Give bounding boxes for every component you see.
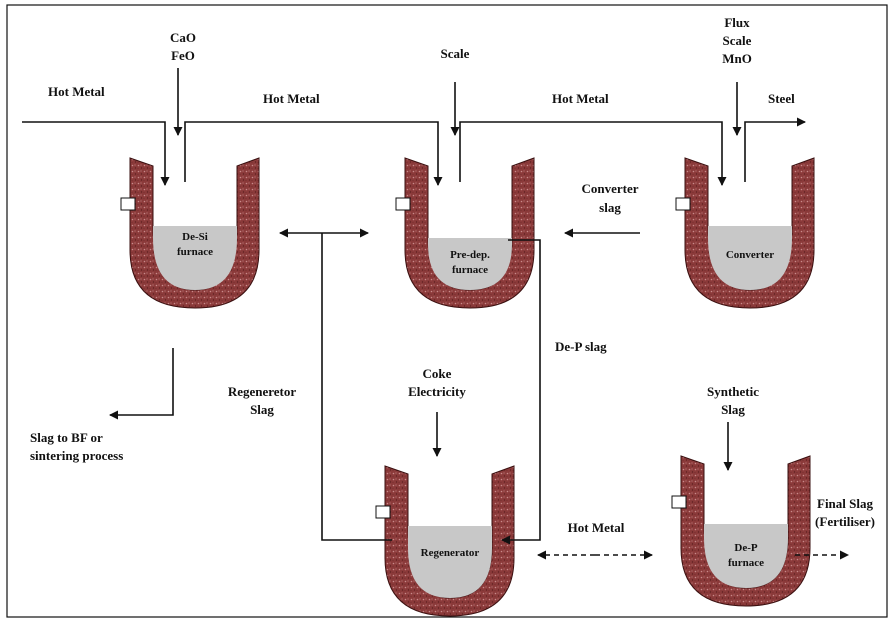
synthetic-slag-label-line1: Synthetic (707, 384, 759, 399)
hot-metal-label-1: Hot Metal (263, 91, 320, 106)
coke-label: Coke (423, 366, 452, 381)
desi-input-line1: CaO (170, 30, 196, 45)
flux-label-line3: MnO (722, 51, 752, 66)
desi-input-line2: FeO (171, 48, 195, 63)
hot-metal-predep-to-converter-arrow (459, 121, 727, 186)
dep-furnace-vessel (671, 455, 811, 607)
dep-slag-arrow (501, 239, 541, 545)
regenerator-vessel (375, 465, 515, 617)
frame-border (6, 4, 888, 618)
hot-metal-inlet-arrow (22, 121, 170, 186)
hot-metal-desi-to-predep-arrow (184, 121, 443, 186)
converter-slag-label-line1: Converter (581, 181, 638, 196)
dep-slag-label: De-P slag (555, 339, 607, 354)
steel-outlet-arrow (744, 117, 806, 182)
desi-label-line2: furnace (177, 246, 213, 258)
slag-to-bf-label-line2: sintering process (30, 448, 123, 463)
regenerator-label: Regenerator (421, 547, 480, 559)
slag-to-bf-label-line1: Slag to BF or (30, 430, 103, 445)
converter-vessel (675, 157, 815, 309)
hot-metal-label-3: Hot Metal (568, 520, 625, 535)
dep-label-line2: furnace (728, 557, 764, 569)
synthetic-slag-label-line2: Slag (721, 402, 745, 417)
electricity-label: Electricity (408, 384, 466, 399)
predep-label-line1: Pre-dep. (450, 249, 490, 261)
final-slag-label-line2: (Fertiliser) (815, 514, 875, 529)
scale-label: Scale (441, 46, 470, 61)
regenerator-slag-line (321, 233, 392, 541)
converter-slag-label-line2: slag (599, 200, 621, 215)
slag-to-bf-arrow (109, 348, 174, 420)
regenerator-slag-label-line1: Regeneretor (228, 384, 297, 399)
steel-label: Steel (768, 91, 795, 106)
desi-label-line1: De-Si (182, 231, 208, 243)
flux-label-line1: Flux (724, 15, 750, 30)
final-slag-label-line1: Final Slag (817, 496, 873, 511)
desi-furnace-vessel (120, 157, 260, 309)
hot-metal-inlet-label: Hot Metal (48, 84, 105, 99)
dep-label-line1: De-P (734, 542, 757, 554)
predep-furnace-vessel (395, 157, 535, 309)
hot-metal-label-2: Hot Metal (552, 91, 609, 106)
regenerator-slag-label-line2: Slag (250, 402, 274, 417)
converter-label: Converter (726, 249, 774, 261)
flux-label-line2: Scale (723, 33, 752, 48)
predep-label-line2: furnace (452, 264, 488, 276)
